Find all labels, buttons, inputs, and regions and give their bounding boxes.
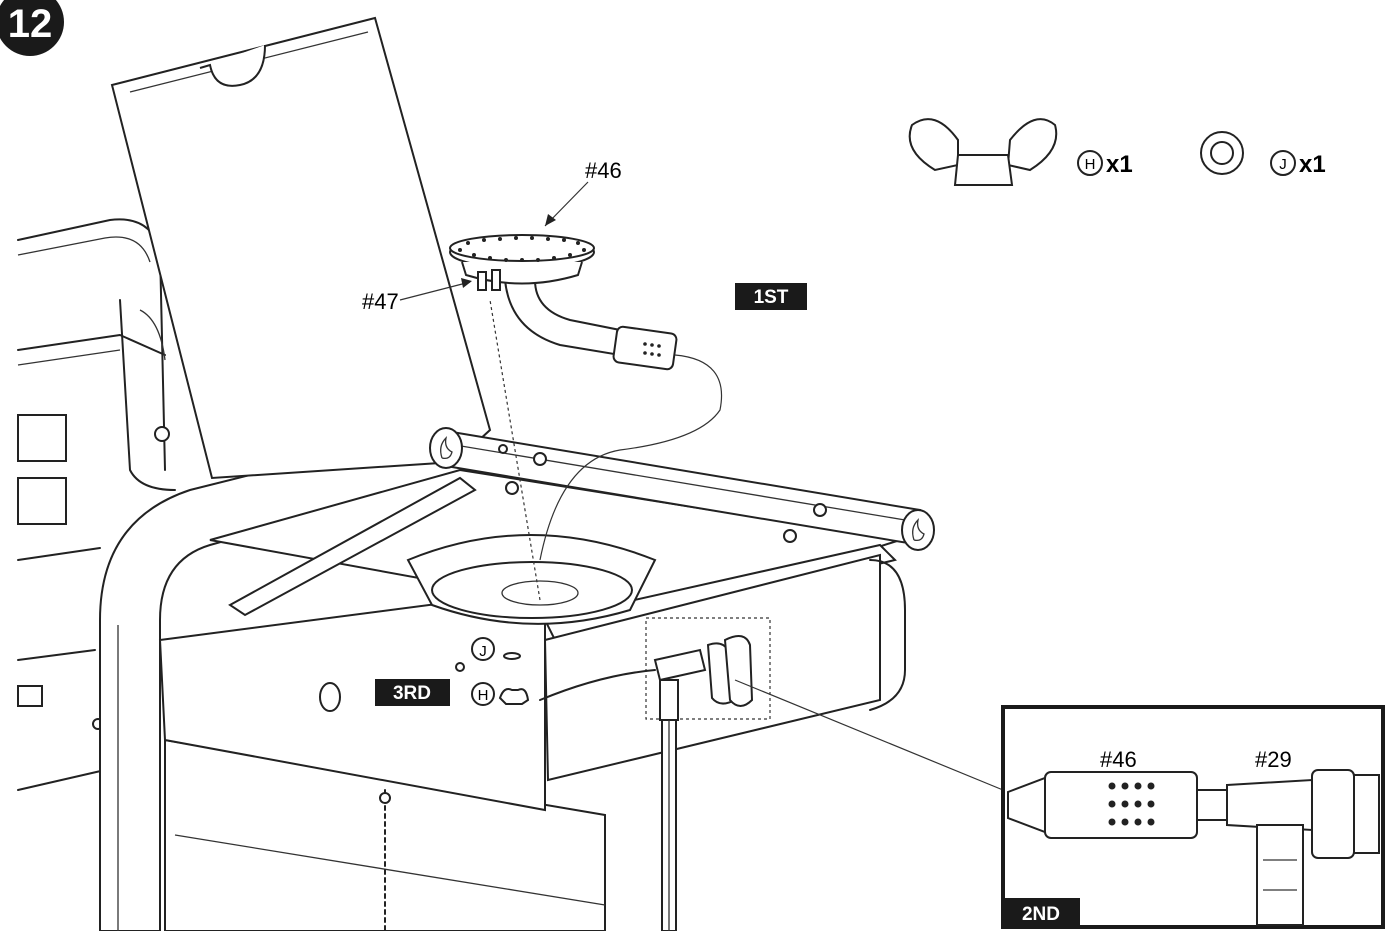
washer-callout: J: [471, 637, 521, 661]
order-tag-third: 3RD: [375, 679, 450, 706]
detail-valve-label: #29: [1255, 747, 1292, 772]
detail-inset: #46 #29 2ND: [1001, 705, 1385, 929]
hardware-legend: H x1 J x1: [908, 118, 1326, 186]
hardware-j-qty: x1: [1299, 151, 1326, 178]
svg-text:3RD: 3RD: [393, 683, 431, 704]
wing-nut-icon: [908, 118, 1058, 186]
detail-burner-label: #46: [1100, 747, 1137, 772]
electrode-label: #47: [362, 289, 399, 314]
burner-assembly: [449, 234, 722, 601]
valve-assembly: [539, 617, 1004, 932]
venturi-holes: [1108, 782, 1155, 826]
svg-text:1ST: 1ST: [754, 287, 789, 308]
order-tag-first: 1ST: [735, 283, 807, 310]
order-tag-second: 2ND: [1003, 898, 1080, 927]
hardware-h-id: H: [1085, 156, 1096, 173]
cabinet-panel: [158, 588, 606, 932]
washer-icon: [1200, 131, 1244, 175]
wing-nut-callout: H: [471, 682, 530, 706]
burner-ports: [458, 236, 586, 262]
hardware-h-qty: x1: [1106, 151, 1133, 178]
flame-knob-icon: [901, 509, 935, 551]
step-badge: 12: [0, 0, 64, 56]
step-number: 12: [8, 2, 53, 46]
front-rail: [429, 427, 935, 551]
svg-text:J: J: [479, 643, 487, 660]
side-shelf-lid: [110, 16, 492, 480]
hardware-j-id: J: [1279, 156, 1287, 173]
wing-nut-icon: [498, 688, 530, 705]
svg-text:H: H: [478, 687, 489, 704]
flame-knob-icon: [429, 427, 463, 469]
svg-text:2ND: 2ND: [1022, 904, 1060, 925]
burner-label: #46: [585, 158, 622, 183]
grill-body: [17, 218, 176, 791]
washer-icon: [503, 652, 521, 660]
